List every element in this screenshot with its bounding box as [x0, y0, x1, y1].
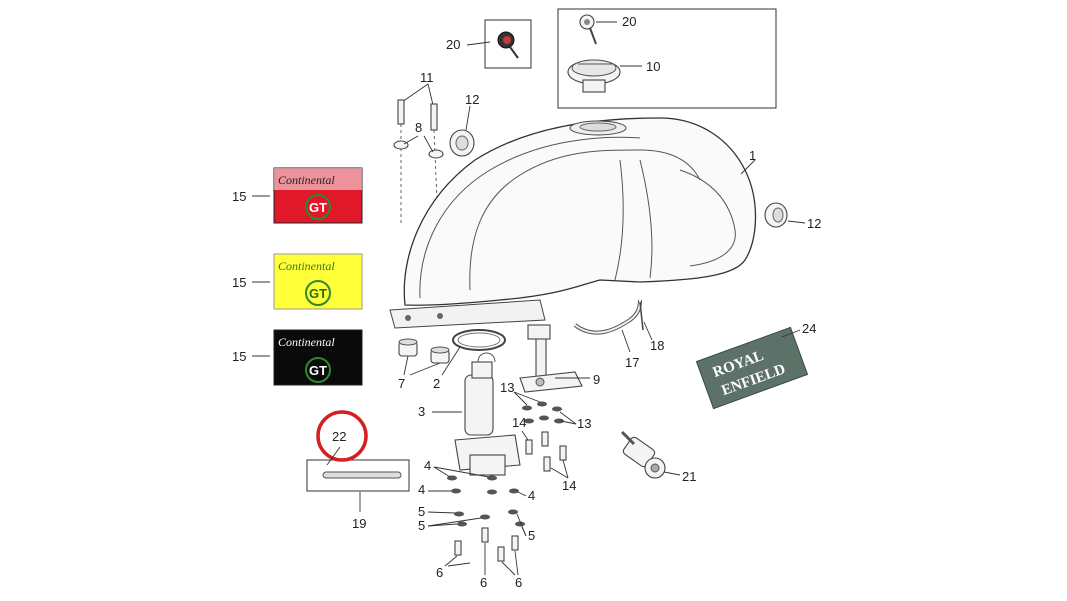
callout-18-clip: 18 [650, 338, 664, 353]
callout-21-valve: 21 [682, 469, 696, 484]
callout-2-gasket: 2 [433, 376, 440, 391]
callout-13-washer-left: 13 [500, 380, 514, 395]
part-2-gasket: 2 [433, 329, 506, 391]
badge-black-gt: GT [309, 363, 327, 378]
callout-14-screw-left: 14 [512, 415, 526, 430]
callout-15-red: 15 [232, 189, 246, 204]
badge-red-gt: GT [309, 200, 327, 215]
part-17-hose: 17 18 [573, 299, 664, 370]
part-7-rubber-mounts: 7 [398, 338, 450, 391]
callout-6-right: 6 [515, 575, 522, 590]
callout-12-grommet-top: 12 [465, 92, 479, 107]
part-15-badge-yellow: Continental GT 15 [232, 253, 363, 310]
callout-12-grommet-side: 12 [807, 216, 821, 231]
part-10-fuel-cap-box: 20 10 [557, 8, 777, 109]
callout-8-washer: 8 [415, 120, 422, 135]
badge-yellow-gt: GT [309, 286, 327, 301]
callout-3-fuel-pump: 3 [418, 404, 425, 419]
callout-24-decal: 24 [802, 321, 816, 336]
part-24-royal-enfield-decal: ROYAL ENFIELD 24 [695, 321, 816, 410]
callout-15-black: 15 [232, 349, 246, 364]
parts-4-5-6-hardware: 4 4 4 5 5 5 6 6 6 [418, 458, 535, 590]
callout-19-strap: 19 [352, 516, 366, 531]
callout-5-lower: 5 [418, 518, 425, 533]
part-9-fuel-sender: 9 [519, 324, 600, 393]
parts-13-14-fasteners: 13 13 14 14 [500, 380, 591, 493]
highlight-circle [316, 410, 368, 462]
part-15-badge-black: Continental GT 15 [232, 329, 363, 386]
part-20-key-box: 20 [446, 19, 532, 69]
part-15-badge-red: Continental GT 15 [232, 167, 363, 224]
callout-14-screw-right: 14 [562, 478, 576, 493]
callout-22: 22 [332, 429, 346, 444]
callout-15-yellow: 15 [232, 275, 246, 290]
callout-6-center: 6 [480, 575, 487, 590]
callout-1-fuel-tank: 1 [749, 148, 756, 163]
part-3-fuel-pump: 3 [418, 352, 521, 476]
callout-5-right: 5 [528, 528, 535, 543]
callout-20-lock: 20 [622, 14, 636, 29]
part-12-grommets: 12 12 [449, 92, 821, 231]
callout-4-left: 4 [418, 482, 425, 497]
part-21-fuel-valve: 21 [620, 430, 696, 484]
callout-5-upper: 5 [418, 504, 425, 519]
callout-17-hose: 17 [625, 355, 639, 370]
callout-10-fuel-cap: 10 [646, 59, 660, 74]
callout-7-mount: 7 [398, 376, 405, 391]
callout-11-bolt: 11 [420, 70, 434, 85]
badge-red-continental: Continental [278, 173, 335, 187]
callout-4-top: 4 [424, 458, 431, 473]
badge-black-continental: Continental [278, 335, 335, 349]
callout-9-sender: 9 [593, 372, 600, 387]
callout-4-right: 4 [528, 488, 535, 503]
part-19-strap-box: 19 22 [306, 410, 410, 531]
callout-6-left: 6 [436, 565, 443, 580]
part-1-fuel-tank: 1 [389, 117, 756, 329]
callout-20-key: 20 [446, 37, 460, 52]
badge-yellow-continental: Continental [278, 259, 335, 273]
callout-13-washer-right: 13 [577, 416, 591, 431]
parts-11-8-bolts: 11 8 [393, 70, 444, 225]
